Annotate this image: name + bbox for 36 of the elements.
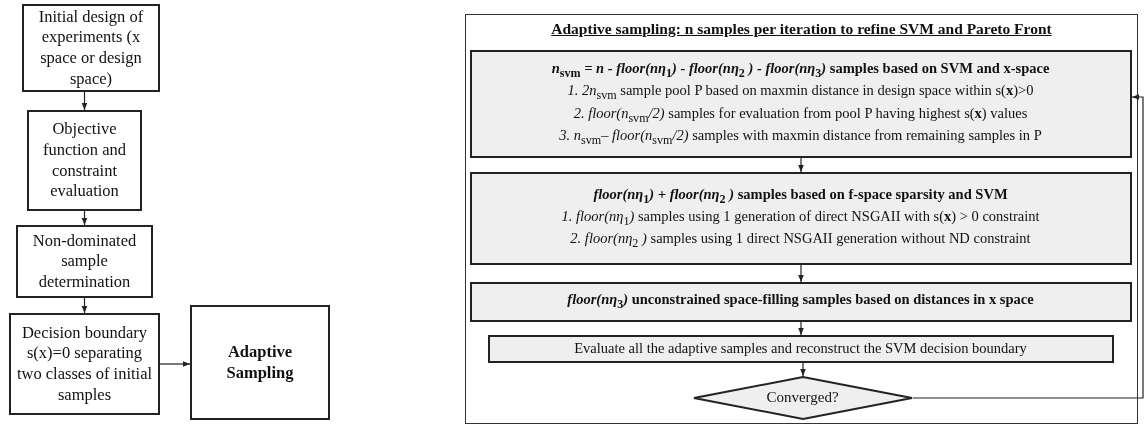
process-box xyxy=(487,334,1114,363)
arrow xyxy=(798,157,804,173)
box-heading: n$_{svm}$ = n - floor(nη$_{1}$) - floor(nη$_{2}$ ) - floor(nη$_{3}$) samples based on SVM and x-space xyxy=(551,59,1050,82)
process-box xyxy=(27,110,142,211)
panel-title: Adaptive sampling: n samples per iteration to refine SVM and Pareto Front xyxy=(551,20,1052,38)
process-box xyxy=(22,4,160,92)
box-heading: Objective function and constraint evaluation xyxy=(42,119,127,202)
arrow xyxy=(81,297,88,314)
process-box xyxy=(469,49,1132,158)
box-heading: Initial design of experiments (x space or design space) xyxy=(37,6,145,90)
box-heading: Decision boundary s(x)=0 separating two classes of initial samples xyxy=(15,322,154,406)
process-box xyxy=(9,313,160,415)
process-box xyxy=(469,171,1132,265)
list-item: 2. floor(nη$_{2}$ ) samples using 1 direct NSGAII generation without ND constraint xyxy=(570,229,1031,252)
process-box xyxy=(16,225,153,298)
arrow xyxy=(81,210,88,226)
process-box xyxy=(190,305,330,420)
box-heading: Adaptive Sampling xyxy=(225,341,295,384)
arrow xyxy=(81,91,88,111)
process-box xyxy=(469,281,1132,322)
list-item: 2. floor(n$_{svm}$/2) samples for evaluation from pool P having highest s(x) values xyxy=(573,103,1028,126)
box-heading: floor(nη$_{3}$) unconstrained space-filling samples based on distances in x space xyxy=(567,290,1034,313)
box-heading: Converged? xyxy=(766,389,839,406)
arrow xyxy=(912,94,1144,399)
decision-diamond xyxy=(692,375,913,420)
arrow xyxy=(798,321,804,336)
box-heading: floor(nη$_{1}$) + floor(nη$_{2}$ ) samples based on f-space sparsity and SVM xyxy=(593,184,1008,207)
arrow xyxy=(800,362,806,377)
list-item: 1. floor(nη$_{1}$) samples using 1 generation of direct NSGAII with s(x) > 0 constraint xyxy=(561,206,1040,230)
box-heading: Non-dominated sample determination xyxy=(31,230,138,293)
box-heading: Evaluate all the adaptive samples and reconstruct the SVM decision boundary xyxy=(574,338,1027,358)
list-item: 3. n$_{svm}$– floor(n$_{svm}$/2) samples with maxmin distance from remaining samples in P xyxy=(559,125,1042,148)
list-item: 1. 2n$_{svm}$ sample pool P based on maxmin distance in design space within s(x)>0 xyxy=(567,81,1034,104)
panel xyxy=(465,14,1138,424)
arrow xyxy=(798,264,804,283)
arrow xyxy=(159,361,191,367)
